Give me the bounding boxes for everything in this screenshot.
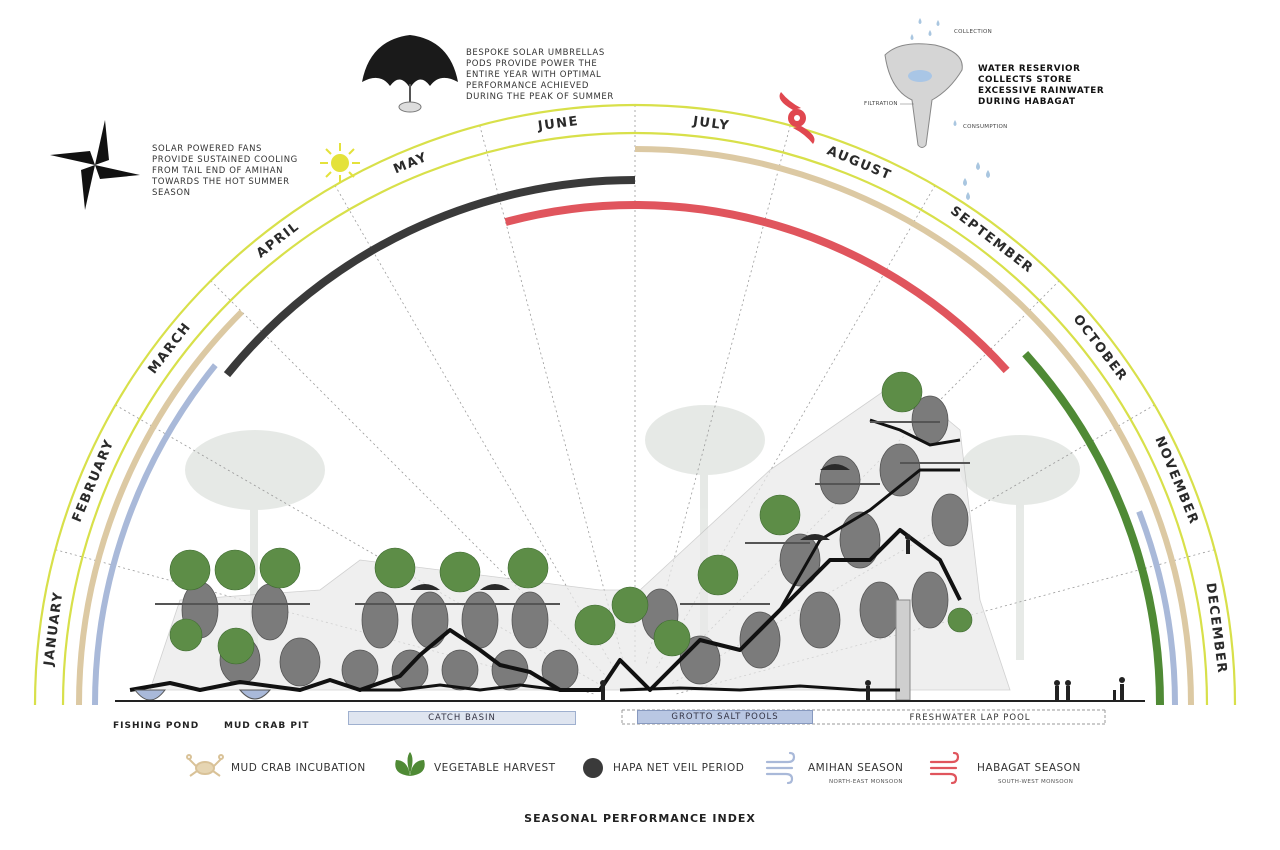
fans-annotation: SOLAR POWERED FANS PROVIDE SUSTAINED COO… [152, 144, 298, 198]
season-arc [634, 146, 1194, 706]
season-arc [92, 363, 218, 706]
hapa-dot-icon [583, 758, 603, 778]
legend-amihan: AMIHAN SEASON [808, 762, 904, 774]
diagram-title: SEASONAL PERFORMANCE INDEX [524, 812, 756, 825]
legend-mud-crab: MUD CRAB INCUBATION [231, 762, 366, 774]
season-arc [223, 176, 636, 378]
legend-amihan-sub: NORTH-EAST MONSOON [829, 779, 903, 785]
catch-basin-zone: CATCH BASIN [348, 711, 576, 725]
season-arc [504, 200, 1010, 374]
fishing-pond-label: FISHING POND [113, 721, 200, 731]
season-arc [1136, 510, 1178, 706]
windmill-fan-icon [50, 120, 140, 210]
grotto-salt-pools-zone: GROTTO SALT POOLS [637, 710, 813, 724]
month-divider [479, 125, 626, 667]
umbrellas-annotation: BESPOKE SOLAR UMBRELLAS PODS PROVIDE POW… [466, 48, 614, 102]
month-label: APRIL [254, 219, 303, 261]
season-arcs [76, 146, 1194, 706]
outer-ring [33, 103, 1237, 706]
filtration-label: FILTRATION [864, 101, 898, 107]
freshwater-lap-pool-zone: FRESHWATER LAP POOL [909, 713, 1031, 723]
month-label: JUNE [536, 114, 580, 134]
crab-icon [186, 754, 224, 777]
legend-habagat-sub: SOUTH-WEST MONSOON [998, 779, 1074, 785]
palm-trees-background [185, 405, 1080, 660]
sun-icon [320, 143, 360, 183]
legend-hapa: HAPA NET VEIL PERIOD [613, 762, 745, 774]
legend-vegetable: VEGETABLE HARVEST [434, 762, 556, 774]
season-arc [76, 309, 244, 706]
water-reservoir-icon [884, 18, 963, 148]
mud-crab-pit-label: MUD CRAB PIT [224, 721, 310, 731]
collection-label: COLLECTION [954, 29, 993, 35]
inner-ring [61, 131, 1209, 706]
reservoir-annotation: WATER RESERVIOR COLLECTS STORE EXCESSIVE… [978, 64, 1105, 107]
season-arc [1022, 351, 1164, 706]
hapa-net-mesh [149, 379, 1011, 691]
month-label: JANUARY [42, 590, 67, 668]
leaf-icon [395, 752, 425, 776]
landscape-section [115, 371, 1145, 702]
raindrop-icon [963, 162, 990, 200]
typhoon-icon [779, 92, 815, 144]
solar-umbrella-icon [362, 35, 458, 113]
month-label: FEBRUARY [70, 437, 118, 525]
legend-habagat: HABAGAT SEASON [977, 762, 1081, 774]
monsoon-wind-icon [929, 751, 960, 785]
circulation-path [129, 528, 962, 692]
wind-icon [765, 751, 796, 785]
month-label: SEPTEMBER [947, 203, 1036, 276]
month-label: JULY [691, 114, 731, 134]
consumption-label: CONSUMPTION [963, 124, 1008, 130]
